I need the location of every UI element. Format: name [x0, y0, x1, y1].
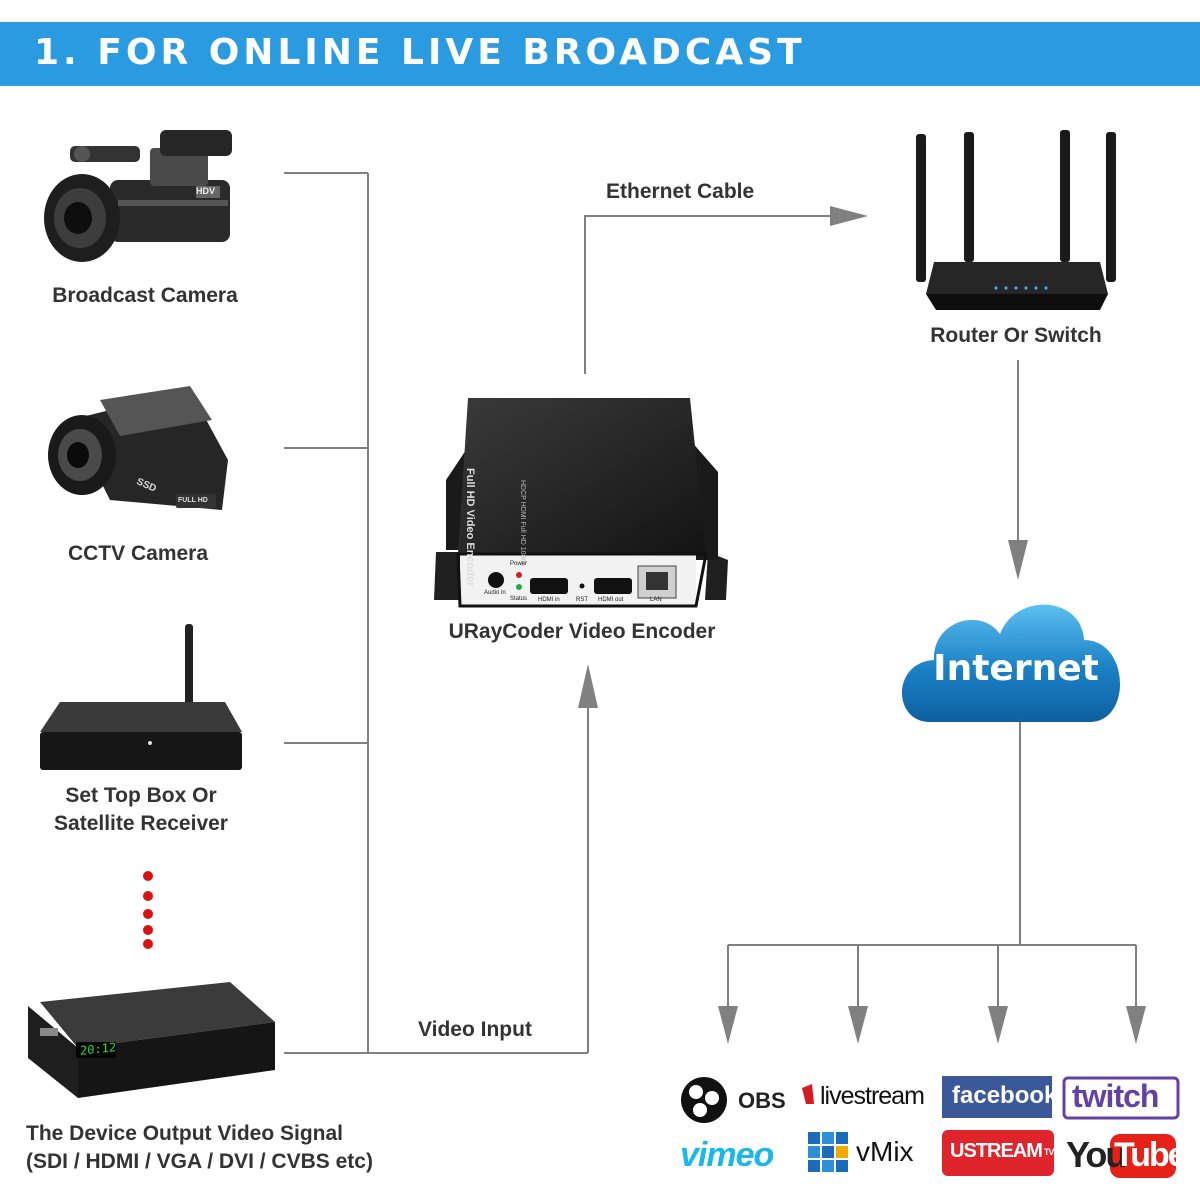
encoder-hdmi-out-label: HDMI out [598, 597, 624, 603]
set-top-box-icon [40, 624, 242, 770]
vmix-logo-icon [808, 1132, 848, 1172]
encoder-label: URayCoder Video Encoder [410, 618, 754, 646]
device-output-label-line2: (SDI / HDMI / VGA / DVI / CVBS etc) [26, 1150, 373, 1173]
broadcast-camera-icon [44, 130, 232, 262]
set-top-box-label: Set Top Box Or Satellite Receiver [20, 782, 262, 838]
twitch-logo-box [1062, 1076, 1180, 1120]
obs-logo-icon [681, 1077, 727, 1123]
vimeo-logo-text: vimeo [680, 1136, 774, 1174]
device-output-label-line1: The Device Output Video Signal [26, 1122, 343, 1145]
arrow-ethernet [830, 206, 868, 226]
facebook-logo-text: facebook [952, 1082, 1058, 1109]
internet-label: Internet [933, 648, 1099, 689]
encoder-label-text: URayCoder Video Encoder [448, 620, 716, 643]
ellipsis-dots [143, 871, 153, 949]
set-top-box-label-line2: Satellite Receiver [54, 812, 228, 835]
header-banner: 1. FOR ONLINE LIVE BROADCAST [0, 22, 1200, 86]
set-top-box-label-line1: Set Top Box Or [65, 784, 217, 807]
router-label: Router Or Switch [906, 322, 1126, 350]
facebook-logo-box [942, 1076, 1052, 1118]
router-icon [916, 130, 1116, 310]
vmix-logo-text: vMix [856, 1136, 914, 1167]
youtube-logo-tube: Tube [1114, 1136, 1187, 1174]
cctv-camera-label-text: CCTV Camera [67, 542, 209, 565]
ustream-logo-word: USTREAM [950, 1140, 1043, 1162]
encoder-power-label: Power [510, 561, 528, 567]
encoder-device-icon [434, 398, 728, 608]
encoder-side-text-secondary: HDCP HDMI Full HD 1080p [519, 480, 526, 567]
cctv-camera-label: CCTV Camera [20, 540, 256, 568]
obs-logo-text: OBS [738, 1088, 786, 1113]
ethernet-cable-label: Ethernet Cable [606, 180, 755, 203]
router-label-text: Router Or Switch [930, 324, 1102, 347]
banner-title: 1. FOR ONLINE LIVE BROADCAST [34, 32, 806, 73]
encoder-hdmi-in-label: HDMI in [538, 597, 560, 603]
cctv-camera-icon [48, 386, 228, 510]
ethernet-line [584, 215, 830, 374]
livestream-logo-icon [802, 1084, 814, 1104]
youtube-logo-box [1110, 1134, 1176, 1178]
twitch-logo-text: twitch [1072, 1078, 1159, 1114]
encoder-side-text: Full HD Video Encoder [464, 468, 476, 587]
arrow-video-input [578, 664, 598, 708]
encoder-audio-in-label: Audio in [484, 590, 506, 596]
encoder-rst-label: RST [576, 597, 588, 603]
device-output-icon [28, 982, 275, 1098]
ustream-logo-tv: TV [1043, 1146, 1054, 1157]
broadcast-camera-hdv-badge: HDV [196, 186, 216, 196]
device-output-label: The Device Output Video Signal (SDI / HD… [26, 1120, 373, 1176]
arrowheads [578, 206, 1146, 1044]
encoder-lan-label: LAN [650, 597, 662, 603]
internet-cloud-icon [901, 604, 1121, 722]
youtube-logo-you: You [1066, 1134, 1127, 1175]
broadcast-camera-label-text: Broadcast Camera [52, 284, 238, 307]
broadcast-camera-label: Broadcast Camera [24, 282, 266, 310]
connector-lines [284, 172, 1137, 1054]
livestream-logo-text: livestream [820, 1082, 925, 1110]
arrow-router-internet [1008, 540, 1028, 580]
ustream-logo-box [942, 1130, 1054, 1176]
video-input-label: Video Input [418, 1018, 532, 1041]
camcorder-fullhd-badge: FULL HD [178, 497, 208, 504]
encoder-status-label: Status [510, 596, 528, 602]
